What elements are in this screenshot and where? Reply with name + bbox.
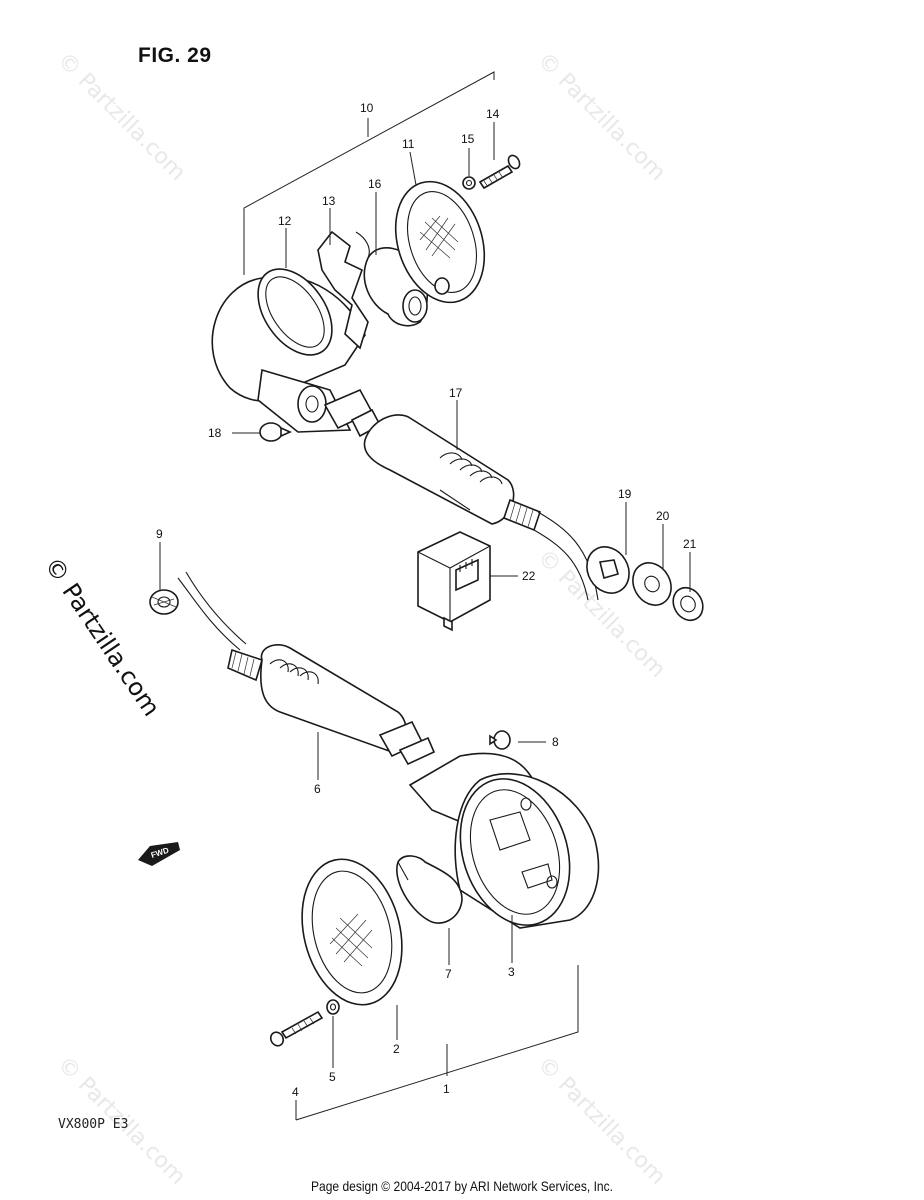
callout-12: 12	[278, 214, 292, 228]
callout-19: 19	[618, 487, 632, 501]
nut-21	[672, 586, 704, 622]
screw-18	[259, 422, 292, 442]
callout-1: 1	[443, 1082, 450, 1096]
callout-16: 16	[368, 177, 382, 191]
callout-21: 21	[683, 537, 697, 551]
footer-copyright: Page design © 2004-2017 by ARI Network S…	[310, 1178, 613, 1194]
callout-14: 14	[486, 107, 500, 121]
figure-title: FIG. 29	[138, 44, 212, 67]
callout-11: 11	[402, 137, 415, 151]
fwd-arrow-icon	[138, 842, 180, 866]
bracket-1	[295, 965, 579, 1121]
leader-lines	[159, 122, 691, 1068]
callout-9: 9	[156, 527, 163, 541]
callout-20: 20	[656, 509, 670, 523]
model-code: VX800P E3	[58, 1117, 129, 1132]
callout-4: 4	[292, 1085, 299, 1099]
lens-2	[301, 858, 403, 1006]
screw-4	[269, 1010, 324, 1047]
callout-3: 3	[508, 965, 515, 979]
callout-22: 22	[522, 569, 536, 583]
washer-20	[632, 562, 672, 606]
insulator-17	[363, 414, 599, 601]
callout-10: 10	[360, 101, 374, 115]
callout-7: 7	[445, 967, 452, 981]
screw-14	[478, 154, 521, 190]
callout-17: 17	[449, 386, 463, 400]
housing-3	[408, 752, 600, 929]
housing-12	[211, 268, 366, 433]
callout-8: 8	[552, 735, 559, 749]
callout-18: 18	[208, 426, 222, 440]
wire-lower	[177, 571, 247, 651]
callout-2: 2	[393, 1042, 400, 1056]
relay-22	[417, 531, 491, 632]
nut-5	[326, 999, 340, 1015]
nut-15	[462, 176, 476, 190]
callout-13: 13	[322, 194, 336, 208]
terminal-lower	[378, 720, 436, 766]
callout-5: 5	[329, 1070, 336, 1084]
washer-19	[586, 546, 630, 594]
lens-11	[394, 180, 486, 304]
callout-6: 6	[314, 782, 321, 796]
bulb-7	[396, 855, 463, 924]
screw-8	[489, 730, 511, 750]
bracket-10	[243, 71, 495, 275]
nut-9	[149, 589, 179, 615]
callout-15: 15	[461, 132, 475, 146]
